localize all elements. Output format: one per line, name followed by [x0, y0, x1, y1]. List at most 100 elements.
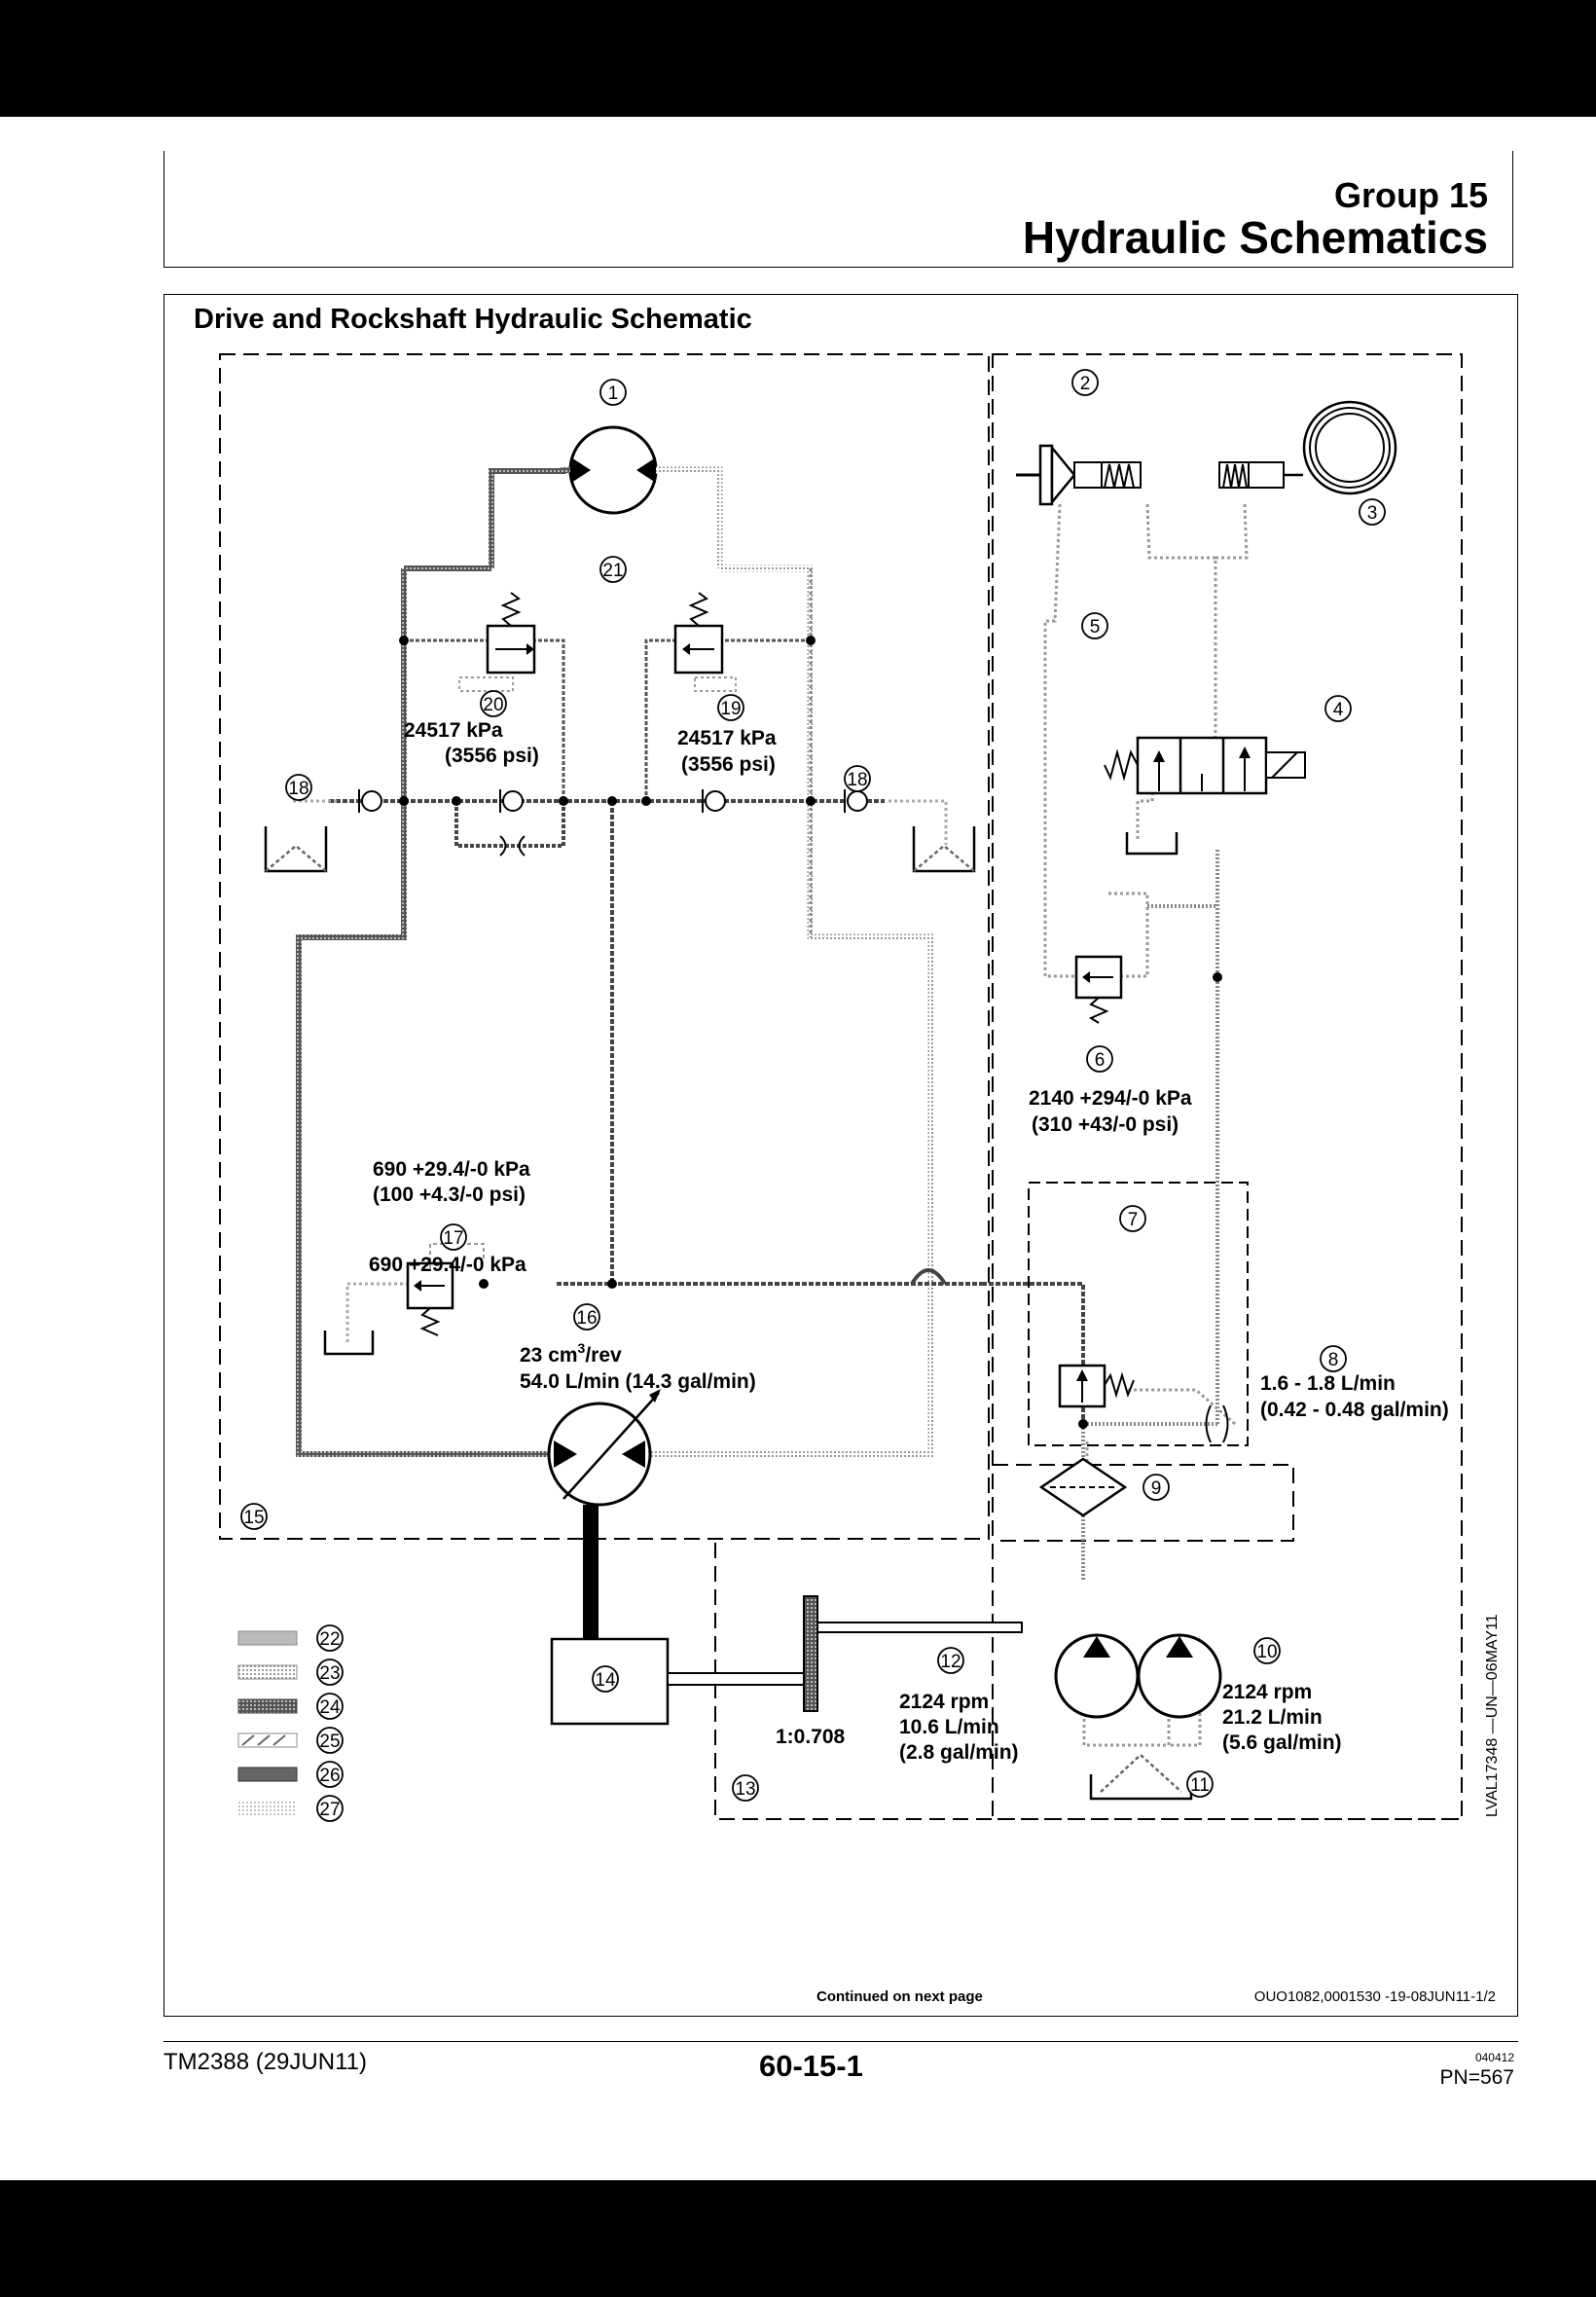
callout-13	[732, 1774, 759, 1802]
drive-line-b	[636, 565, 935, 1458]
junction-dots	[399, 636, 1222, 1429]
callout-5	[1081, 612, 1108, 639]
filter-boundary	[993, 1464, 1294, 1542]
svg-text:27: 27	[319, 1800, 340, 1820]
part-number: PN=567	[1439, 2066, 1514, 2089]
spec-labels: 24517 kPa (3556 psi) 24517 kPa (3556 psi…	[369, 719, 1501, 1817]
figure-id: LVAL17348 —UN—06MAY11	[1484, 1614, 1501, 1817]
orifice-8-flow: 1.6 - 1.8 L/min	[1260, 1372, 1396, 1395]
valve-17-kpa-line: 690 +29.4/-0 kPa	[373, 1158, 530, 1181]
pump-10-flow: 21.2 L/min	[1222, 1706, 1323, 1729]
svg-text:26: 26	[319, 1766, 340, 1786]
valve-17-psi: (100 +4.3/-0 psi)	[373, 1184, 526, 1206]
drive-loop-lines	[296, 565, 1219, 1580]
svg-text:1: 1	[608, 383, 619, 404]
callout-14	[592, 1665, 619, 1693]
callout-10	[1253, 1637, 1281, 1664]
svg-text:8: 8	[1328, 1350, 1339, 1370]
relief-valve-19	[673, 592, 737, 692]
pump-boundary-13	[714, 1543, 1462, 1820]
svg-text:23: 23	[319, 1663, 340, 1684]
engine-14	[550, 1637, 805, 1726]
section-title: Drive and Rockshaft Hydraulic Schematic	[194, 304, 752, 335]
callout-7	[1119, 1205, 1146, 1232]
callout-19	[717, 694, 744, 721]
svg-text:9: 9	[1151, 1478, 1162, 1499]
schematic-panel: Drive and Rockshaft Hydraulic Schematic	[163, 294, 1518, 2017]
hydrostatic-boundary-15	[219, 353, 990, 1540]
motor-1	[489, 425, 723, 568]
gear-ratio: 1:0.708	[776, 1726, 846, 1748]
pilot-lines	[291, 503, 1249, 1747]
callout-27	[316, 1795, 344, 1822]
svg-text:22: 22	[319, 1629, 340, 1650]
callout-23	[316, 1659, 344, 1686]
reservoir-tanks	[264, 826, 1193, 1801]
svg-text:5: 5	[1090, 617, 1101, 638]
relief-19-kpa: 24517 kPa	[677, 727, 777, 749]
svg-text:16: 16	[576, 1308, 597, 1329]
continued-note: Continued on next page	[816, 1988, 983, 2005]
pump-16-flow: 54.0 L/min (14.3 gal/min)	[520, 1370, 756, 1393]
callout-11	[1186, 1770, 1214, 1798]
valve-6-psi: (310 +43/-0 psi)	[1032, 1113, 1179, 1136]
boundary-boxes	[219, 353, 1463, 1820]
svg-text:12: 12	[940, 1652, 961, 1672]
relief-20-kpa: 24517 kPa	[404, 719, 503, 742]
callout-24	[316, 1693, 344, 1720]
svg-text:4: 4	[1333, 700, 1344, 720]
orifice-bypass	[499, 835, 526, 857]
relief-valve-20	[458, 592, 536, 692]
group-title: Hydraulic Schematics	[1022, 212, 1488, 263]
callout-17	[440, 1223, 467, 1251]
svg-text:2: 2	[1080, 374, 1091, 394]
callout-1	[599, 379, 627, 406]
callout-21	[599, 556, 627, 583]
footer-divider	[163, 2041, 1518, 2042]
pump-12-gal: (2.8 gal/min)	[899, 1741, 1019, 1764]
svg-text:21: 21	[602, 561, 623, 581]
callout-20	[480, 690, 507, 717]
filter-9	[1038, 1457, 1128, 1517]
callout-3	[1359, 498, 1386, 526]
pump-10-rpm: 2124 rpm	[1222, 1681, 1312, 1703]
page-number: 60-15-1	[759, 2049, 863, 2083]
rockshaft-cylinder-2	[1016, 444, 1142, 506]
svg-text:13: 13	[735, 1779, 755, 1800]
svg-text:10: 10	[1256, 1642, 1277, 1662]
callout-15	[240, 1503, 268, 1530]
pump-16-displacement: 23 cm3/rev	[520, 1340, 622, 1367]
callout-9	[1143, 1474, 1170, 1501]
callout-26	[316, 1761, 344, 1788]
svg-text:11: 11	[1190, 1775, 1210, 1796]
svg-text:17: 17	[443, 1228, 463, 1249]
callout-12	[937, 1647, 964, 1674]
svg-text:18: 18	[847, 770, 867, 790]
drive-line-a	[296, 568, 563, 1457]
svg-text:3: 3	[1367, 503, 1378, 524]
variable-pump-16	[547, 1389, 661, 1641]
relief-20-psi: (3556 psi)	[445, 745, 539, 767]
svg-text:24: 24	[319, 1697, 341, 1718]
callout-22	[316, 1624, 344, 1652]
rockshaft-boundary	[992, 353, 1463, 1820]
svg-text:19: 19	[720, 699, 741, 719]
callout-18b	[844, 765, 871, 792]
callouts	[240, 369, 1386, 1822]
page-header: Group 15 Hydraulic Schematics	[163, 151, 1513, 268]
drive-gear	[803, 1595, 1023, 1712]
pump-12-rpm: 2124 rpm	[899, 1691, 989, 1713]
accumulator-3	[1218, 400, 1397, 495]
callout-16	[573, 1303, 600, 1331]
hydraulic-schematic-diagram: 1 2 3 4 5 6 7 8 9 10 11 12 13 14 15 16 1…	[219, 353, 1501, 1822]
pump-12-flow: 10.6 L/min	[899, 1716, 999, 1738]
pump-10-gal: (5.6 gal/min)	[1222, 1732, 1342, 1754]
svg-text:20: 20	[483, 695, 503, 715]
reference-code: OUO1082,0001530 -19-08JUN11-1/2	[1253, 1988, 1496, 2005]
svg-text:25: 25	[319, 1732, 340, 1752]
manual-id: TM2388 (29JUN11)	[163, 2049, 367, 2075]
manual-page: Group 15 Hydraulic Schematics Drive and …	[0, 117, 1596, 2180]
relief-valve-17	[406, 1243, 485, 1336]
svg-text:7: 7	[1128, 1210, 1139, 1230]
line-legend	[237, 1630, 298, 1815]
